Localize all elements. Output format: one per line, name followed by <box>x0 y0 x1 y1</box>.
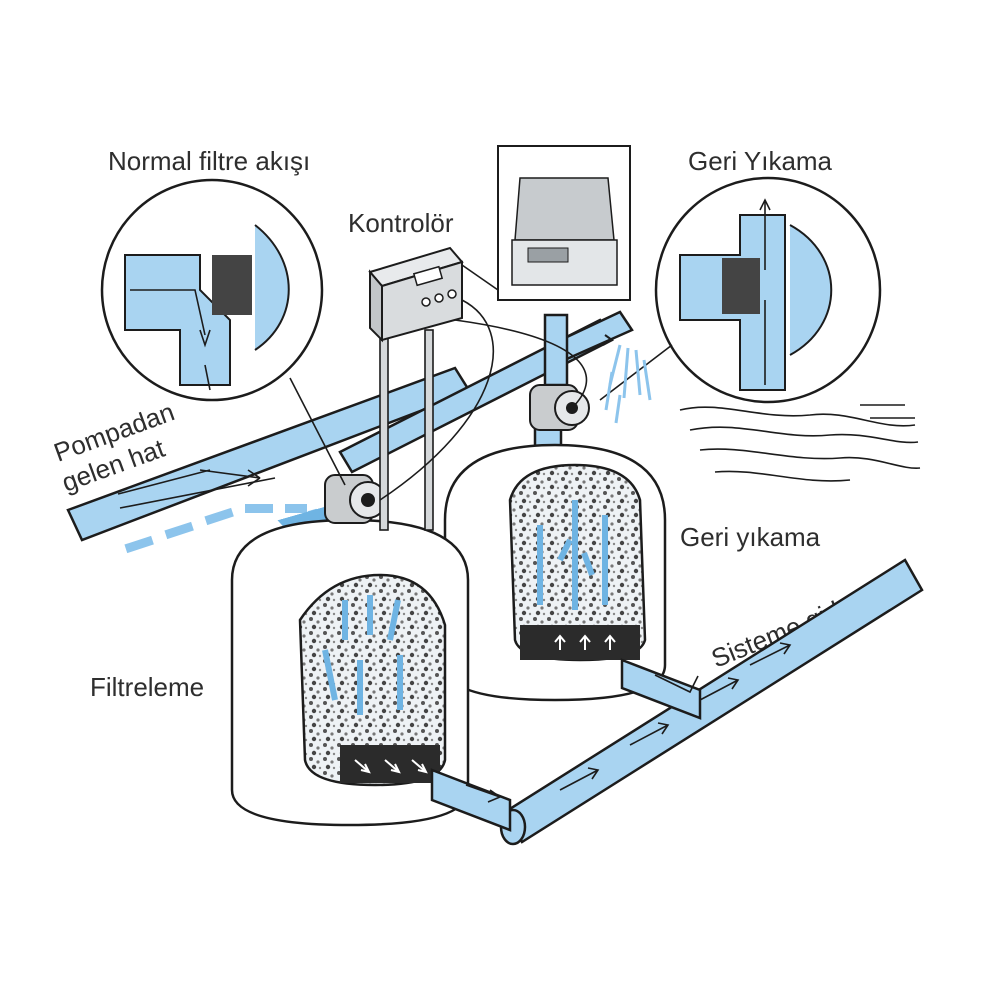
back-valve <box>529 384 590 431</box>
backwash-spray <box>602 334 652 424</box>
label-filtering: Filtreleme <box>90 672 204 702</box>
controller-unit <box>368 246 588 531</box>
backwash-detail <box>599 176 882 404</box>
inlet-pipe <box>66 366 472 542</box>
label-backwash-top: Geri Yıkama <box>688 146 833 176</box>
filtering-tank <box>230 518 470 827</box>
backwash-tank <box>443 443 667 702</box>
label-normal-flow: Normal filtre akışı <box>108 146 310 176</box>
normal-flow-detail <box>100 178 346 486</box>
front-valve <box>324 474 387 524</box>
label-controller: Kontrolör <box>348 208 454 238</box>
label-backwash-side: Geri yıkama <box>680 522 821 552</box>
outlet-pipe <box>430 558 924 846</box>
controller-photo <box>461 145 631 301</box>
ground-lines <box>679 404 921 482</box>
